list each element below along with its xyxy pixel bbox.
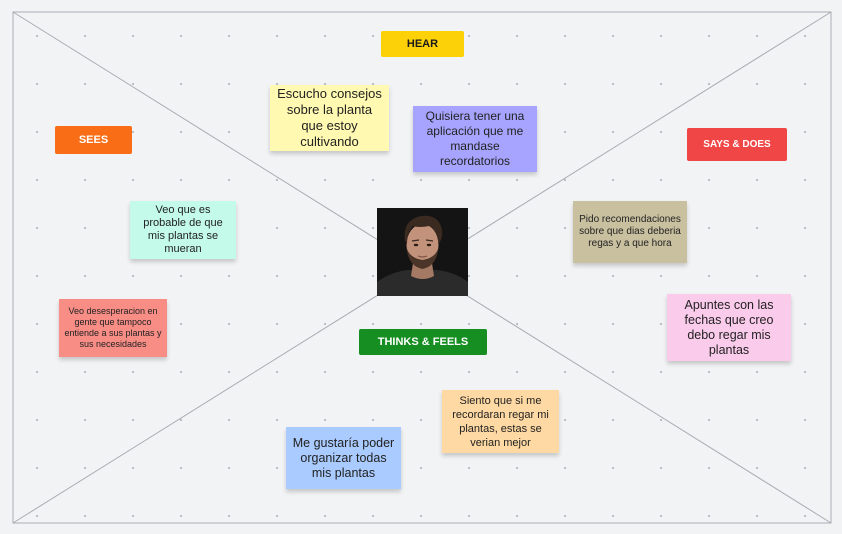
says-does-label[interactable]: SAYS & DOES bbox=[687, 128, 787, 161]
thinks-feels-label[interactable]: THINKS & FEELS bbox=[359, 329, 487, 355]
sticky-note-hear-advice[interactable]: Escucho consejos sobre la planta que est… bbox=[270, 85, 389, 151]
sticky-note-hear-app-reminders[interactable]: Quisiera tener una aplicación que me man… bbox=[413, 106, 537, 172]
sees-label[interactable]: SEES bbox=[55, 126, 132, 154]
hear-label[interactable]: HEAR bbox=[381, 31, 464, 57]
sticky-note-sees-desperation[interactable]: Veo desesperacion en gente que tampoco e… bbox=[59, 299, 167, 357]
sticky-note-does-watering-notes[interactable]: Apuntes con las fechas que creo debo reg… bbox=[667, 294, 791, 361]
sticky-note-sees-plants-die[interactable]: Veo que es probable de que mis plantas s… bbox=[130, 201, 236, 259]
persona-portrait-icon bbox=[377, 208, 468, 296]
sticky-note-thinks-organize[interactable]: Me gustaría poder organizar todas mis pl… bbox=[286, 427, 401, 489]
sticky-note-says-recommendations[interactable]: Pido recomendaciones sobre que dias debe… bbox=[573, 201, 687, 263]
persona-photo[interactable] bbox=[377, 208, 468, 296]
sticky-note-feels-reminders[interactable]: Siento que si me recordaran regar mi pla… bbox=[442, 390, 559, 453]
frame-border bbox=[12, 11, 832, 524]
